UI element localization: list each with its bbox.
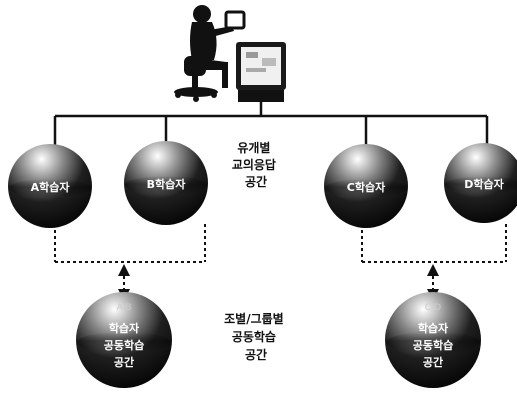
pair-connectors: [55, 224, 506, 262]
learner-node-label: D학습자: [464, 177, 504, 191]
arrow-icon: [124, 270, 433, 295]
monitor-icon: [236, 42, 286, 102]
group-node-header: C-D: [425, 303, 442, 313]
learner-node-label: C학습자: [347, 180, 386, 194]
learner-node-label: B학습자: [147, 177, 187, 191]
group-node-line: 학습자: [109, 321, 140, 335]
learner-node-4: D학습자: [444, 143, 517, 223]
learner-node-3: C학습자: [324, 144, 408, 228]
center-bottom-caption: 조별/그룹별 공동학습 공간: [224, 311, 288, 362]
group-node-line: 공간: [114, 355, 134, 369]
learner-node-2: B학습자: [124, 141, 208, 225]
teacher-at-computer-icon: [174, 5, 244, 102]
center-top-caption: 유개별 교의응답 공간: [232, 140, 280, 189]
learner-node-1: A학습자: [8, 144, 92, 228]
group-node-line: 공동학습: [413, 338, 453, 352]
learner-node-label: A학습자: [31, 180, 71, 194]
group-node-line: 학습자: [418, 321, 449, 335]
top-connectors: [55, 102, 487, 145]
group-node-line: 공동학습: [104, 338, 144, 352]
group-node-line: 공간: [423, 355, 443, 369]
group-node-header: A-B: [116, 303, 131, 313]
